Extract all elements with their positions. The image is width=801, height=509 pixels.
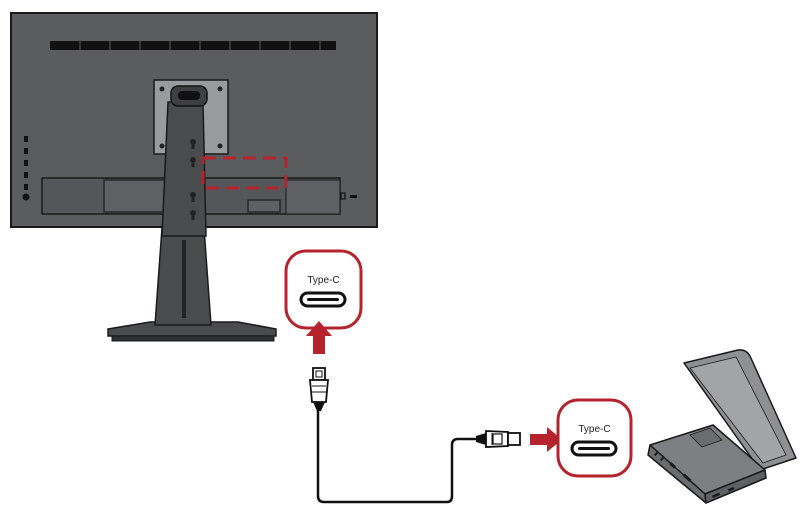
- usb-c-plug-icon: [309, 367, 329, 411]
- usb-c-plug-icon: [476, 430, 521, 448]
- stand-base: [107, 321, 277, 337]
- arrow-up-icon: [306, 321, 332, 354]
- laptop-port-label: Type-C: [578, 424, 610, 435]
- laptop-port-callout: Type-C: [556, 398, 633, 478]
- port-location-highlight: [201, 156, 288, 190]
- vent-strip: [50, 41, 336, 50]
- monitor-port-label: Type-C: [307, 275, 339, 286]
- monitor-back-icon: [10, 12, 378, 342]
- arrow-right-icon: [530, 427, 562, 452]
- usb-c-port-icon: [570, 440, 618, 457]
- side-buttons: [22, 136, 30, 201]
- usb-c-cable: [309, 367, 521, 504]
- usb-c-port-icon: [299, 291, 347, 308]
- monitor-port-callout: Type-C: [284, 249, 363, 330]
- laptop-icon: [647, 349, 797, 504]
